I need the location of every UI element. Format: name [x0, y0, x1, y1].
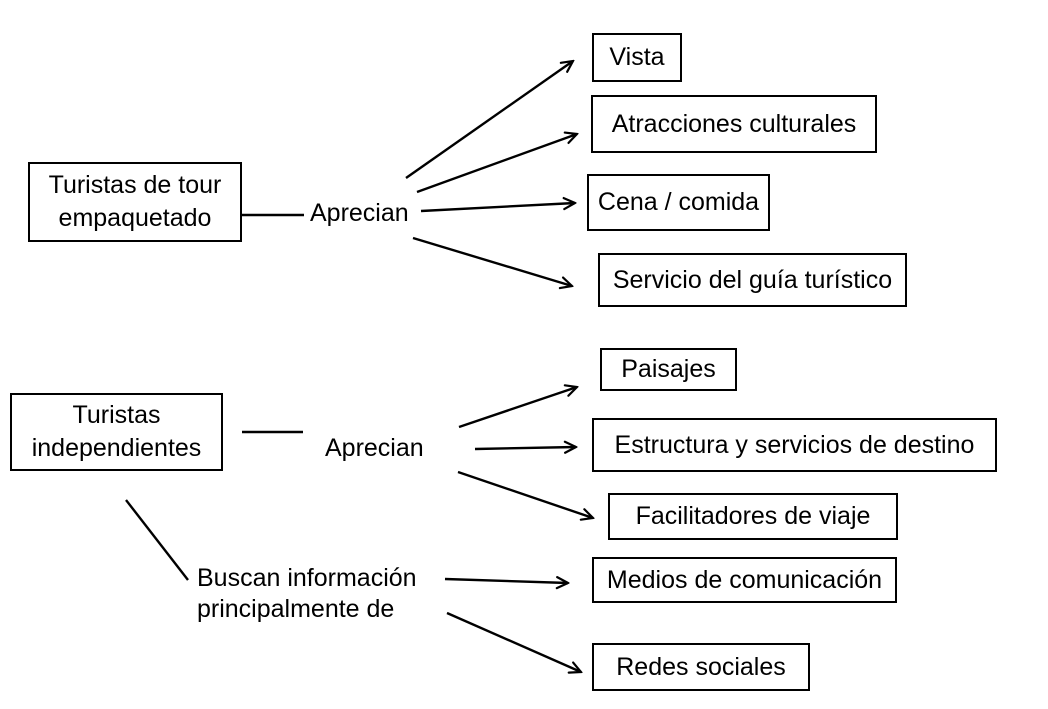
node-facilitadores-viaje: Facilitadores de viaje [608, 493, 898, 540]
node-servicio-guia-turistico: Servicio del guía turístico [598, 253, 907, 307]
arrow-aprecian-to-estructura [474, 447, 576, 449]
node-vista: Vista [592, 33, 682, 82]
arrow-buscan-to-redes [446, 611, 581, 672]
arrow-aprecian-to-paisajes [458, 387, 577, 429]
node-paisajes: Paisajes [600, 348, 737, 391]
node-medios-comunicacion: Medios de comunicación [592, 557, 897, 603]
relation-label-aprecian-tour: Aprecian [310, 199, 409, 227]
node-turistas-tour-empaquetado: Turistas de tour empaquetado [28, 162, 242, 242]
arrow-aprecian-to-cena [420, 203, 575, 213]
node-estructura-servicios-destino: Estructura y servicios de destino [592, 418, 997, 472]
node-redes-sociales: Redes sociales [592, 643, 810, 691]
arrow-aprecian-to-atracciones [416, 134, 577, 194]
node-cena-comida: Cena / comida [587, 174, 770, 231]
arrow-aprecian-to-facilitadores [457, 470, 593, 518]
arrow-aprecian-to-vista [405, 61, 573, 179]
connector-independientes-to-buscan [125, 499, 189, 581]
node-atracciones-culturales: Atracciones culturales [591, 95, 877, 153]
node-turistas-independientes: Turistas independientes [10, 393, 223, 471]
arrow-buscan-to-medios [444, 579, 568, 583]
relation-label-buscan-informacion: Buscan información principalmente de [197, 564, 417, 623]
relation-label-aprecian-independientes: Aprecian [325, 434, 424, 462]
arrow-aprecian-to-servicio [412, 236, 572, 286]
